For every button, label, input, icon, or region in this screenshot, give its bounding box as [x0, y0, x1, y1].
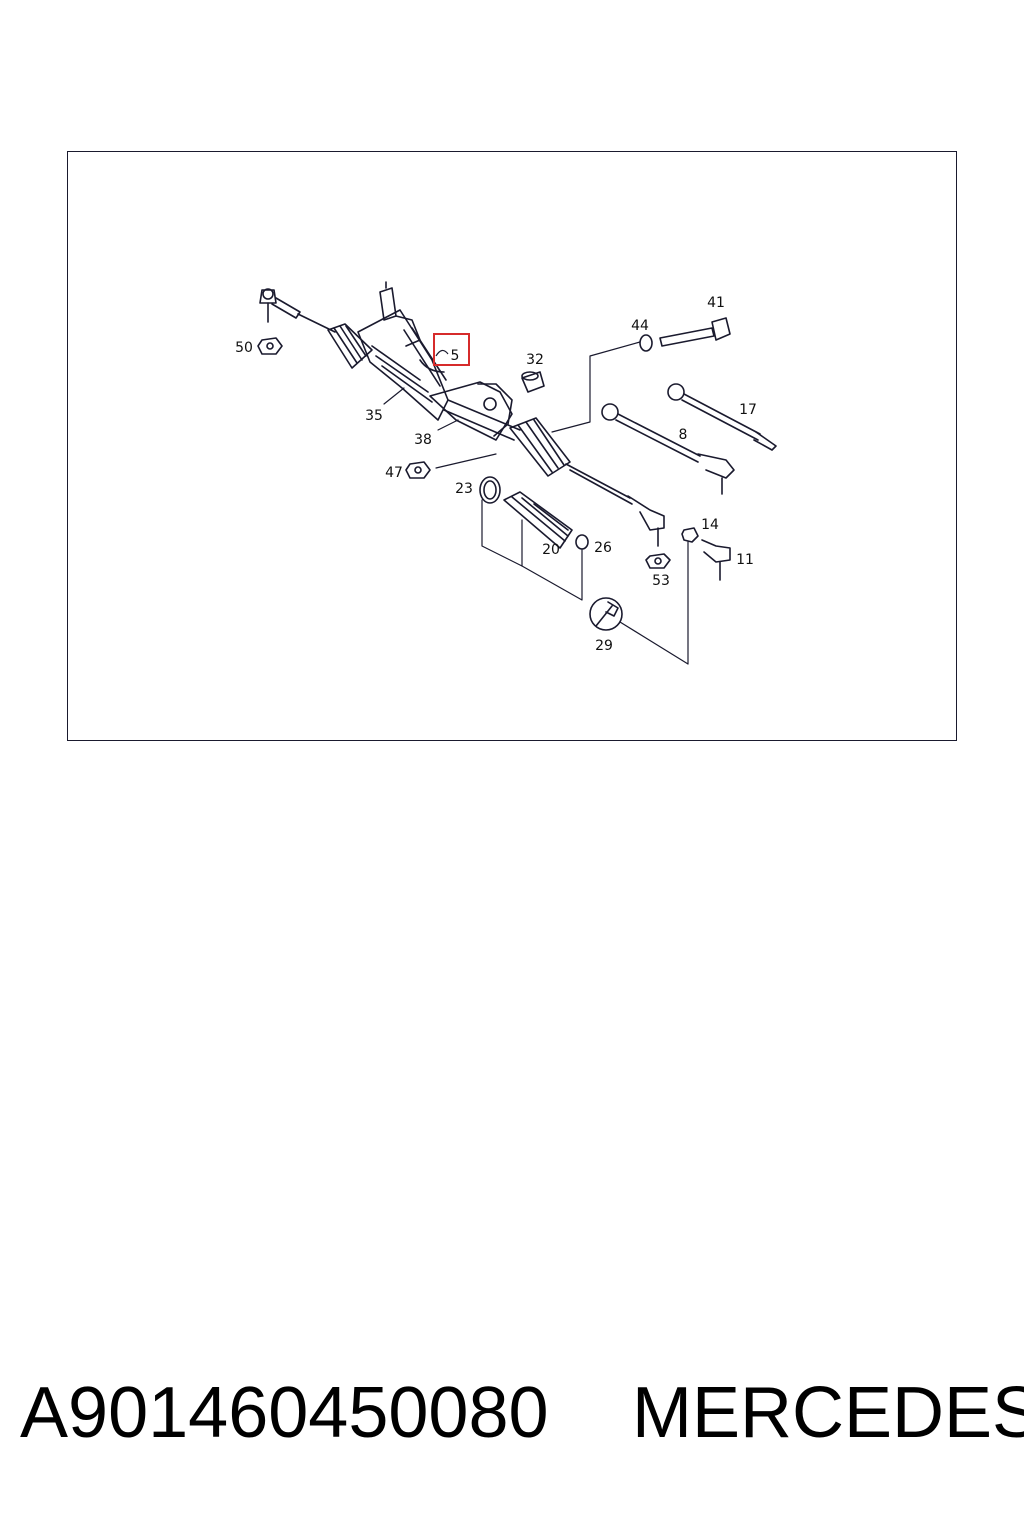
right-tie-rod — [565, 463, 665, 547]
steering-rack-diagram: 50 35 5 38 32 47 44 41 17 8 23 20 26 14 … — [235, 281, 777, 665]
callout-32: 32 — [526, 352, 544, 368]
leader-lines — [383, 341, 689, 665]
callout-14: 14 — [701, 517, 719, 533]
callout-11: 11 — [736, 552, 754, 568]
rack-housing — [429, 381, 521, 441]
part-number: A901460450080 — [20, 1373, 549, 1453]
nut-14 — [681, 527, 699, 543]
brand-name: MERCEDES — [632, 1373, 1024, 1453]
bushing-32 — [521, 371, 545, 393]
callout-53: 53 — [652, 573, 670, 589]
steering-valve-housing — [357, 281, 449, 421]
callout-29: 29 — [595, 638, 613, 654]
tie-rod-8 — [601, 403, 735, 495]
ball-joint-11 — [701, 539, 731, 581]
inner-tie-rod-17 — [667, 383, 777, 451]
callout-50: 50 — [235, 340, 253, 356]
left-tie-rod-end — [259, 288, 336, 333]
nut-47 — [405, 461, 431, 479]
clip-26 — [575, 534, 589, 550]
callout-44: 44 — [631, 318, 649, 334]
callout-20: 20 — [542, 542, 560, 558]
callout-38: 38 — [414, 432, 432, 448]
callout-41: 41 — [707, 295, 725, 311]
ring-23 — [479, 476, 501, 504]
bellows-20 — [503, 491, 573, 549]
highlight-box — [433, 333, 470, 366]
callout-5: 5 — [451, 348, 460, 364]
callout-47: 47 — [385, 465, 403, 481]
washer-44 — [639, 334, 653, 352]
callout-23: 23 — [455, 481, 473, 497]
callout-26: 26 — [594, 540, 612, 556]
right-bellows — [509, 417, 571, 477]
footer-caption: A901460450080 MERCEDES — [0, 1372, 1024, 1472]
washer-53 — [645, 553, 671, 569]
callout-35: 35 — [365, 408, 383, 424]
nut-50 — [257, 337, 283, 355]
callout-17: 17 — [739, 402, 757, 418]
diagram-frame — [67, 151, 957, 741]
callout-8: 8 — [679, 427, 688, 443]
left-bellows — [327, 323, 373, 369]
bolt-41 — [659, 317, 731, 347]
wrench-symbol-29 — [589, 597, 623, 631]
